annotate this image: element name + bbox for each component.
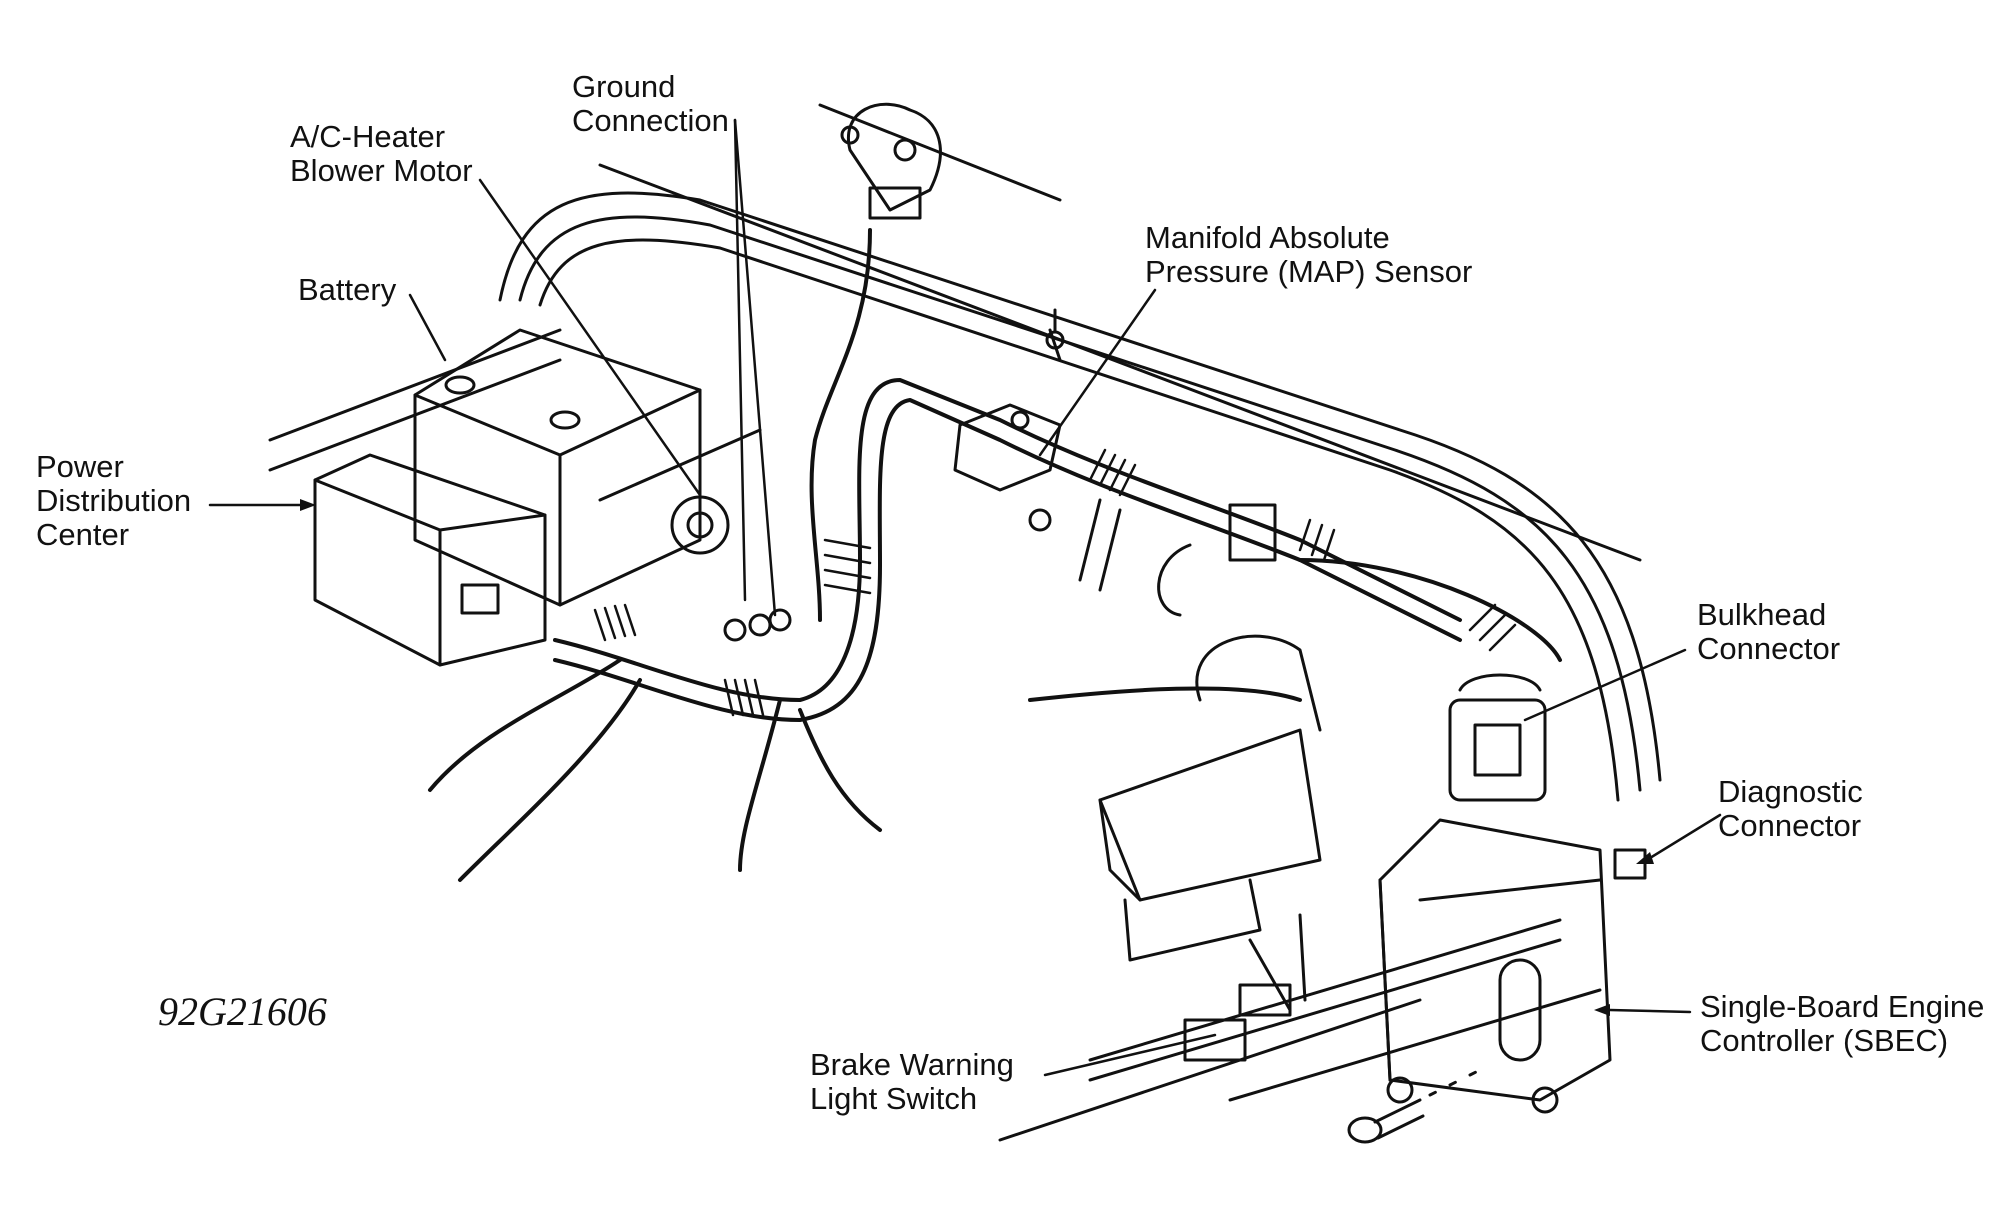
bulkhead-connector-shape <box>1448 673 1547 802</box>
label-power-distribution-center: Power Distribution Center <box>36 449 192 552</box>
label-battery: Battery <box>298 272 397 307</box>
harness-wraps <box>593 448 1517 717</box>
label-sbec: Single-Board Engine Controller (SBEC) <box>1700 989 1985 1058</box>
map-sensor-shape <box>953 308 1277 617</box>
label-bulkhead-connector: Bulkhead Connector <box>1697 597 1841 666</box>
mounting-bolt <box>1347 1067 1484 1144</box>
blower-motor-shape <box>598 428 762 555</box>
label-ground-connection: Ground Connection <box>572 69 729 138</box>
power-distribution-center-shape <box>313 453 547 667</box>
label-map-sensor: Manifold Absolute Pressure (MAP) Sensor <box>1145 220 1473 289</box>
label-brake-warning-switch: Brake Warning Light Switch <box>810 1047 1014 1116</box>
sbec-shape <box>1378 818 1612 1114</box>
arrowheads <box>300 499 1654 1016</box>
battery-shape <box>413 328 702 607</box>
leader-lines <box>208 118 1722 1077</box>
brake-switch-shape <box>998 913 1602 1142</box>
figure-id: 92G21606 <box>158 989 327 1034</box>
cowl-panel <box>268 103 1662 802</box>
label-blower-motor: A/C-Heater Blower Motor <box>290 119 473 188</box>
ground-connection-shape <box>723 102 942 642</box>
brake-reservoir-shape <box>1098 634 1322 962</box>
wiring-harness <box>428 228 1562 882</box>
label-diagnostic-connector: Diagnostic Connector <box>1718 774 1863 843</box>
